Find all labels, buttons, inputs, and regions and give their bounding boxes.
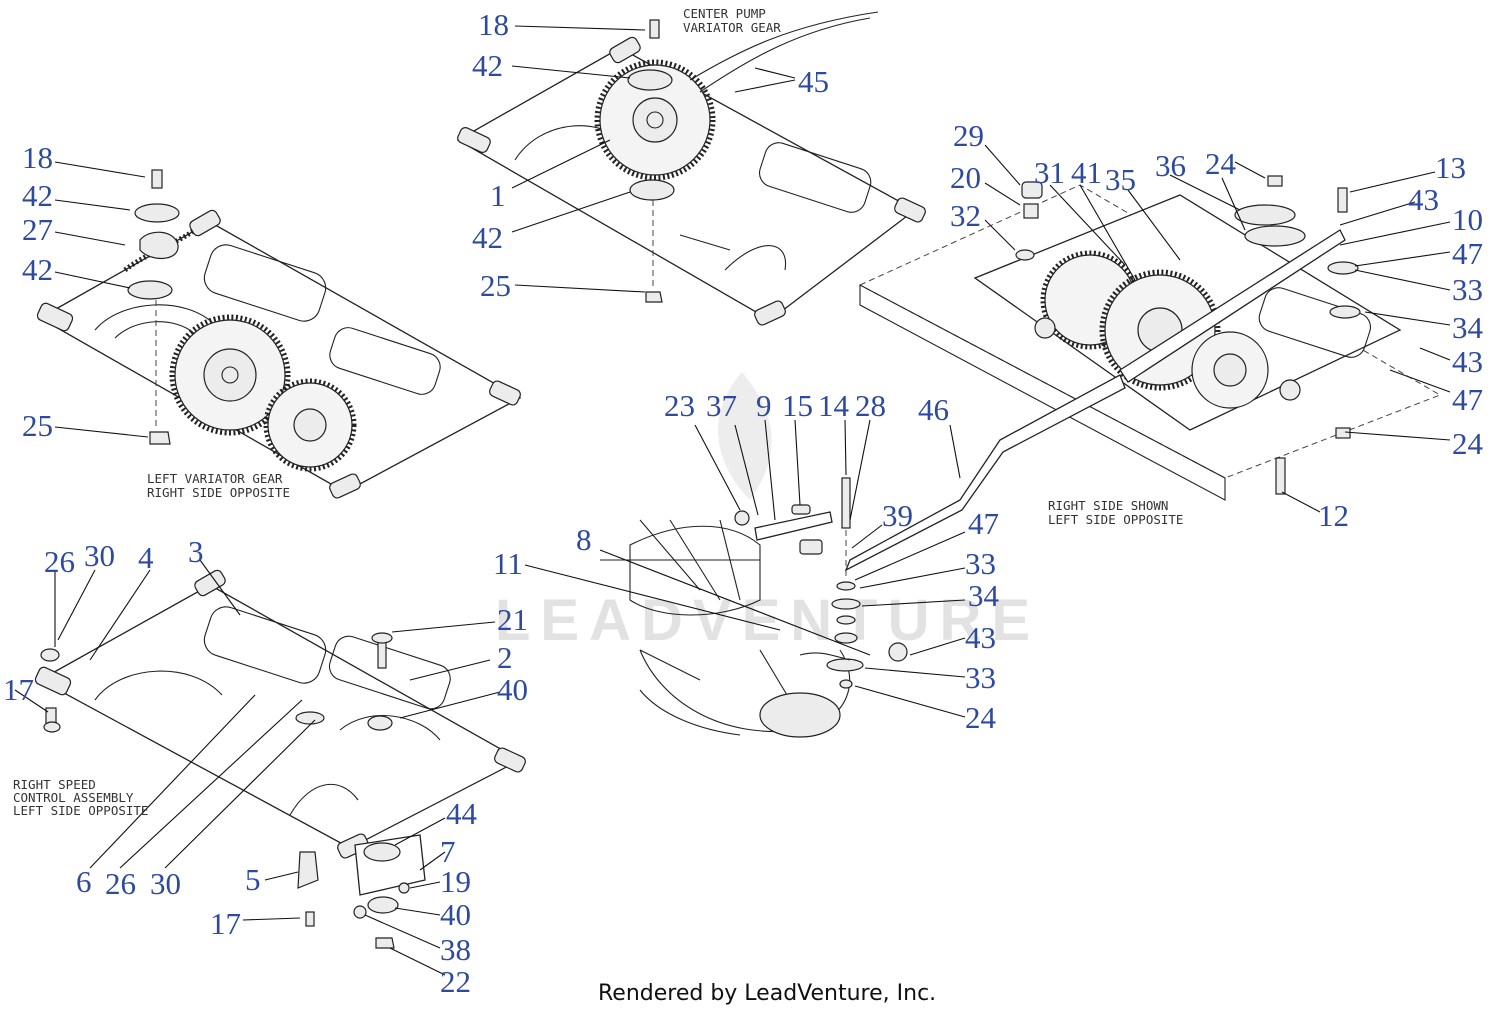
callout-31: 31	[1034, 155, 1065, 190]
callout-46: 46	[918, 392, 949, 427]
caption-left-line2: RIGHT SIDE OPPOSITE	[147, 485, 290, 500]
leader-lines	[14, 25, 1451, 976]
caption-rsc-line3: LEFT SIDE OPPOSITE	[13, 803, 148, 818]
caption-left-line1: LEFT VARIATOR GEAR	[147, 471, 283, 486]
caption-right-line2: LEFT SIDE OPPOSITE	[1048, 512, 1183, 527]
callout-5: 5	[245, 862, 261, 897]
callout-9: 9	[756, 388, 772, 423]
callout-25-center: 25	[480, 268, 511, 303]
callout-47-right-a: 47	[1452, 236, 1483, 271]
callout-30-bottom: 30	[150, 866, 181, 901]
callout-33-right: 33	[1452, 272, 1483, 307]
callout-30-top: 30	[84, 538, 115, 573]
callout-21: 21	[497, 602, 528, 637]
callout-13: 13	[1435, 150, 1466, 185]
callout-28: 28	[855, 388, 886, 423]
callout-15: 15	[782, 388, 813, 423]
callout-44: 44	[446, 796, 478, 831]
right-side-assembly	[844, 175, 1442, 572]
callout-4: 4	[138, 540, 154, 575]
callout-27: 27	[22, 212, 53, 247]
callout-43-right-mid: 43	[1452, 344, 1483, 379]
caption-rsc-line1: RIGHT SPEED	[13, 777, 96, 792]
callout-7: 7	[440, 834, 456, 869]
callout-labels: 18 42 45 1 42 25 18 42 27 42 25 29 20 32…	[3, 7, 1484, 999]
callout-11: 11	[493, 546, 523, 581]
watermark: LEADVENTURE	[495, 372, 1040, 653]
callout-2: 2	[497, 640, 513, 675]
callout-22: 22	[440, 964, 471, 999]
callout-12: 12	[1318, 498, 1349, 533]
callout-32: 32	[950, 198, 981, 233]
callout-24-right-top: 24	[1205, 146, 1237, 181]
callout-3: 3	[188, 534, 204, 569]
left-variator-gear-assembly	[36, 169, 522, 499]
callout-14: 14	[818, 388, 850, 423]
callout-6: 6	[76, 864, 92, 899]
callout-35: 35	[1105, 162, 1136, 197]
callout-42-left-top: 42	[22, 178, 53, 213]
right-speed-control-assembly	[34, 569, 526, 949]
callout-41: 41	[1071, 155, 1102, 190]
callout-24-mid: 24	[965, 700, 997, 735]
pump-fan-linkage	[600, 477, 908, 738]
footer-credit: Rendered by LeadVenture, Inc.	[598, 981, 936, 1006]
callout-10: 10	[1452, 202, 1483, 237]
callout-34-mid: 34	[968, 578, 1000, 613]
callout-37: 37	[706, 388, 737, 423]
callout-40-bottom: 40	[440, 897, 471, 932]
callout-47-mid: 47	[968, 506, 999, 541]
callout-33-mid-top: 33	[965, 546, 996, 581]
callout-17-top: 17	[3, 672, 34, 707]
callout-42-center-top: 42	[472, 48, 503, 83]
callout-38: 38	[440, 932, 471, 967]
callout-24-right-bottom: 24	[1452, 426, 1484, 461]
callout-26-top: 26	[44, 544, 75, 579]
callout-25-left: 25	[22, 408, 53, 443]
callout-23: 23	[664, 388, 695, 423]
callout-47-right-b: 47	[1452, 382, 1483, 417]
callout-18-center: 18	[478, 7, 509, 42]
center-pump-variator-gear-assembly	[456, 11, 926, 326]
watermark-text: LEADVENTURE	[495, 588, 1040, 653]
callout-40-top: 40	[497, 672, 528, 707]
callout-33-mid-bottom: 33	[965, 660, 996, 695]
callout-45: 45	[798, 64, 829, 99]
callout-8: 8	[576, 522, 592, 557]
callout-19: 19	[440, 864, 471, 899]
callout-1: 1	[490, 178, 506, 213]
callout-17-bottom: 17	[210, 906, 241, 941]
callout-36: 36	[1155, 148, 1186, 183]
callout-18-left: 18	[22, 140, 53, 175]
caption-center-line2: VARIATOR GEAR	[683, 20, 781, 35]
caption-right-line1: RIGHT SIDE SHOWN	[1048, 498, 1168, 513]
callout-20: 20	[950, 160, 981, 195]
callout-42-center-bottom: 42	[472, 220, 503, 255]
callout-43-right-top: 43	[1408, 182, 1439, 217]
callout-26-bottom: 26	[105, 866, 136, 901]
callout-42-left-bottom: 42	[22, 252, 53, 287]
callout-34-right: 34	[1452, 310, 1484, 345]
caption-center-line1: CENTER PUMP	[683, 6, 766, 21]
callout-39: 39	[882, 498, 913, 533]
callout-43-mid: 43	[965, 620, 996, 655]
caption-rsc-line2: CONTROL ASSEMBLY	[13, 790, 134, 805]
callout-29: 29	[953, 118, 984, 153]
captions: CENTER PUMP VARIATOR GEAR LEFT VARIATOR …	[13, 6, 1183, 818]
